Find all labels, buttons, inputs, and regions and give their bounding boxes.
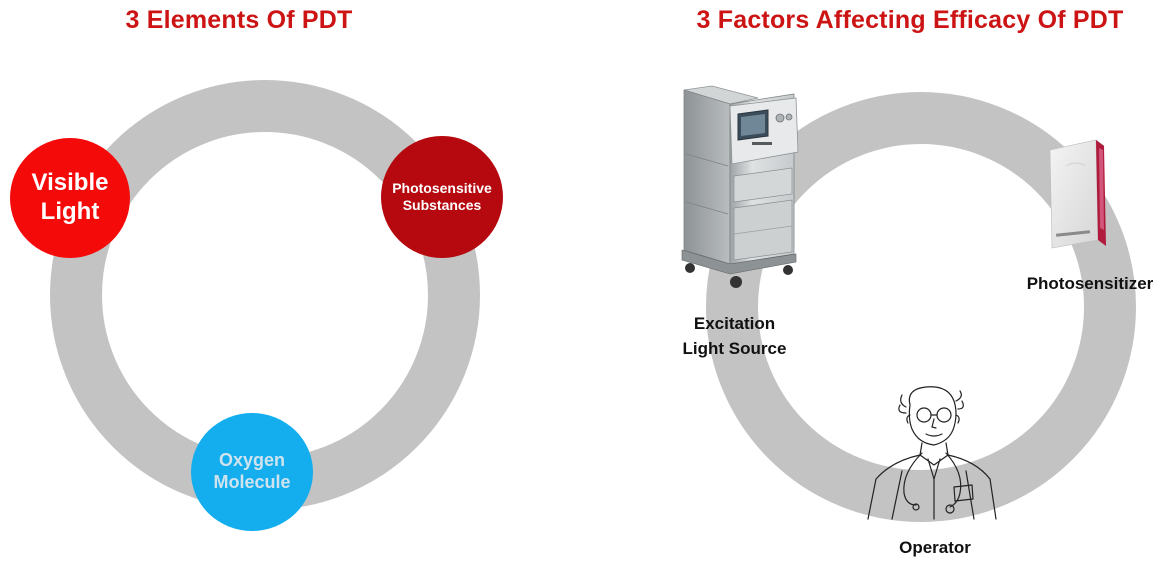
photosensitive-line2: Substances	[402, 197, 482, 213]
photosensitive-line1: Photosensitive	[392, 180, 492, 197]
excitation-line1: Excitation	[693, 314, 776, 333]
photosensitizer-label: Photosensitizer	[1026, 274, 1154, 293]
doctor-illustration-icon	[867, 386, 997, 520]
oxygen-line1: Oxygen	[218, 450, 286, 471]
laser-device-icon	[681, 85, 799, 288]
excitation-light-source-label: Excitation Light Source	[662, 312, 807, 361]
visible-light-line2: Light	[40, 198, 100, 225]
left-diagram-title: 3 Elements Of PDT	[125, 6, 353, 34]
photosensitizer-box-icon	[1049, 139, 1106, 249]
photosensitive-substances-node: Photosensitive Substances	[381, 136, 503, 258]
right-diagram-title: 3 Factors Affecting Efficacy Of PDT	[696, 6, 1124, 34]
visible-light-line1: Visible	[31, 169, 109, 197]
oxygen-molecule-node: Oxygen Molecule	[191, 413, 313, 531]
oxygen-line2: Molecule	[213, 472, 291, 492]
operator-label: Operator	[899, 538, 971, 557]
visible-light-node: Visible Light	[10, 138, 130, 258]
excitation-line2: Light Source	[682, 338, 787, 358]
